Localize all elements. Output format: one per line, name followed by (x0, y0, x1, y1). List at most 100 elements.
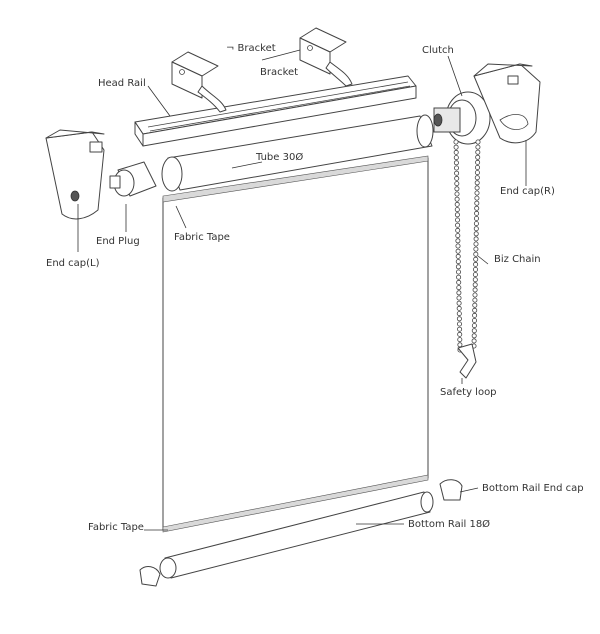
chain-bead (472, 307, 478, 313)
chain-bead (471, 333, 477, 339)
chain-bead (474, 190, 480, 196)
label-fabric-tape-bottom: Fabric Tape (88, 522, 144, 533)
chain-bead (454, 175, 460, 181)
chain-bead (455, 227, 461, 233)
chain-bead (473, 226, 479, 232)
chain-bead (472, 297, 478, 303)
label-bottom-rail: Bottom Rail 18Ø (408, 518, 490, 530)
label-fabric-tape-top: Fabric Tape (174, 232, 230, 243)
bracket-right (299, 27, 353, 87)
label-end-cap-l: End cap(L) (46, 258, 100, 269)
chain-bead (474, 200, 480, 206)
chain-bead (455, 238, 461, 244)
chain-bead (454, 191, 460, 197)
chain-bead (473, 251, 479, 257)
chain-bead (471, 328, 477, 334)
chain-bead (472, 302, 478, 308)
chain-bead (453, 139, 459, 145)
label-end-plug: End Plug (96, 236, 140, 247)
bottom-rail-end-cap-right (439, 479, 463, 501)
chain-bead (471, 323, 477, 329)
chain-bead (454, 212, 460, 218)
chain-bead (472, 287, 478, 293)
fabric-tape-top-strip (162, 155, 429, 203)
chain-bead (455, 233, 461, 239)
chain-bead (475, 159, 481, 165)
leader-lines (77, 49, 527, 531)
tube (161, 114, 434, 192)
label-clutch: Clutch (422, 45, 454, 56)
chain-bead (454, 196, 460, 202)
chain-bead (471, 317, 477, 323)
chain-bead (474, 180, 480, 186)
chain-bead (474, 175, 480, 181)
chain-bead (456, 295, 462, 301)
chain-bead (474, 210, 480, 216)
chain-bead (457, 331, 463, 337)
chain-bead (472, 292, 478, 298)
chain-bead (456, 274, 462, 280)
chain-bead (473, 246, 479, 252)
bracket-left (171, 51, 227, 113)
chain-bead (472, 277, 478, 283)
chain-bead (473, 231, 479, 237)
chain-bead (456, 290, 462, 296)
chain-bead (454, 186, 460, 192)
chain-bead (457, 342, 463, 348)
chain-bead (455, 222, 461, 228)
chain-bead (473, 215, 479, 221)
chain-bead (475, 144, 481, 150)
chain-bead (456, 316, 462, 322)
end-cap-right (473, 63, 541, 144)
chain-bead (457, 326, 463, 332)
chain-bead (473, 241, 479, 247)
chain-bead (457, 337, 463, 343)
chain-bead (453, 160, 459, 166)
chain-bead (456, 311, 462, 317)
chain-bead (475, 139, 481, 145)
bottom-rail-end-cap-left (139, 566, 161, 587)
chain-bead (473, 236, 479, 242)
chain-bead (454, 207, 460, 213)
chain-bead (453, 144, 459, 150)
chain-bead (471, 338, 477, 344)
chain-bead (456, 285, 462, 291)
chain-bead (475, 149, 481, 155)
chain-bead (455, 243, 461, 249)
chain-bead (474, 170, 480, 176)
chain-bead (474, 185, 480, 191)
chain-bead (472, 266, 478, 272)
chain-bead (455, 259, 461, 265)
chain-bead (455, 264, 461, 270)
clutch (433, 91, 491, 145)
chain-bead (474, 195, 480, 201)
label-end-cap-r: End cap(R) (500, 186, 555, 197)
label-bottom-rail-end-cap: Bottom Rail End cap (482, 483, 584, 494)
chain-bead (456, 321, 462, 327)
chain-bead (474, 164, 480, 170)
end-cap-left (45, 129, 105, 220)
chain-bead (454, 170, 460, 176)
label-bracket-top: ¬ Bracket (226, 43, 276, 54)
chain-bead (453, 149, 459, 155)
label-safety-loop: Safety loop (440, 387, 497, 398)
chain-bead (472, 312, 478, 318)
label-biz-chain: Biz Chain (494, 254, 541, 265)
label-bracket: Bracket (260, 67, 298, 78)
fabric-panel (162, 155, 429, 533)
chain-bead (455, 248, 461, 254)
chain-bead (453, 165, 459, 171)
chain-bead (475, 154, 481, 160)
chain-bead (474, 205, 480, 211)
biz-chain (453, 139, 481, 353)
chain-bead (456, 300, 462, 306)
callout-labels: ¬ Bracket Bracket Head Rail Clutch Tube … (46, 43, 584, 533)
end-plug (109, 161, 157, 197)
chain-bead (453, 155, 459, 161)
label-head-rail: Head Rail (98, 78, 146, 89)
chain-bead (473, 256, 479, 262)
chain-bead (473, 221, 479, 227)
chain-bead (472, 282, 478, 288)
chain-bead (455, 253, 461, 259)
